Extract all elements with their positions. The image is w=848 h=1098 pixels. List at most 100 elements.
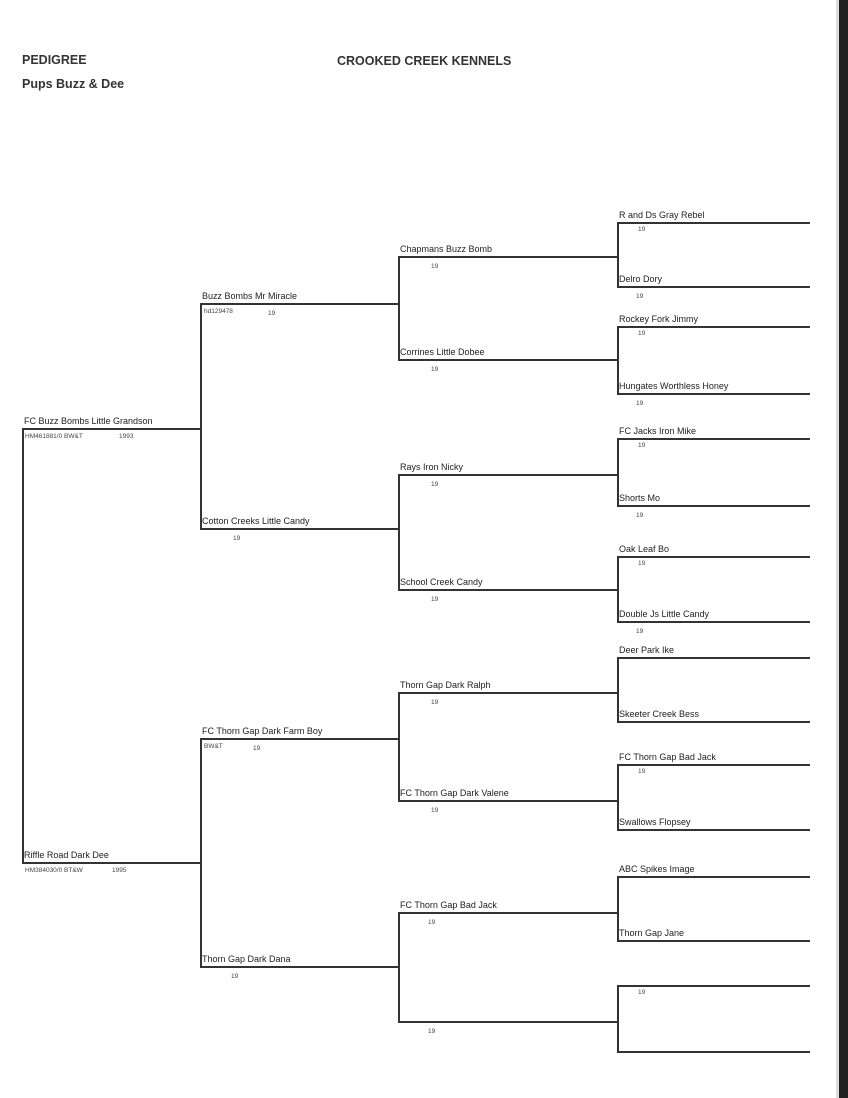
- pedigree-bracket: [200, 303, 202, 530]
- pedigree-line: [617, 876, 810, 878]
- birth-year: 19: [431, 699, 439, 706]
- pedigree-bracket: [398, 692, 400, 802]
- registration-info: hd129478: [204, 308, 233, 315]
- pedigree-line: [398, 589, 617, 591]
- dog-name: Thorn Gap Dark Ralph: [400, 680, 491, 690]
- pedigree-line: [617, 621, 810, 623]
- registration-info: HM461881/0 BW&T: [25, 433, 83, 440]
- dog-name: FC Buzz Bombs Little Grandson: [24, 416, 153, 426]
- pedigree-line: [617, 940, 810, 942]
- dog-name: Buzz Bombs Mr Miracle: [202, 291, 298, 301]
- pedigree-line: [398, 912, 617, 914]
- dog-name: Rays Iron Nicky: [400, 462, 464, 472]
- pedigree-bracket: [617, 556, 619, 623]
- birth-year: 19: [428, 1028, 436, 1035]
- dog-name: FC Jacks Iron Mike: [619, 426, 697, 436]
- dog-name: Cotton Creeks Little Candy: [202, 516, 310, 526]
- scan-edge-shadow: [836, 0, 839, 1098]
- document-subtitle: Pups Buzz & Dee: [22, 77, 125, 91]
- pedigree-line: [617, 556, 810, 558]
- pedigree-bracket: [617, 222, 619, 288]
- pedigree-bracket: [617, 764, 619, 831]
- birth-year: 19: [636, 628, 644, 635]
- dog-name: Swallows Flopsey: [619, 817, 691, 827]
- birth-year: 19: [431, 481, 439, 488]
- dog-name: R and Ds Gray Rebel: [619, 210, 705, 220]
- pedigree-line: [398, 474, 617, 476]
- birth-year: 19: [636, 293, 644, 300]
- pedigree-line: [617, 393, 810, 395]
- birth-year: 19: [638, 330, 646, 337]
- scan-edge: [839, 0, 848, 1098]
- birth-year: 19: [638, 768, 646, 775]
- birth-year: 19: [233, 535, 241, 542]
- pedigree-bracket: [617, 438, 619, 507]
- pedigree-line: [200, 966, 398, 968]
- pedigree-bracket: [200, 738, 202, 968]
- dog-name: Skeeter Creek Bess: [619, 709, 700, 719]
- registration-info: HM384030/0 BT&W: [25, 867, 83, 874]
- registration-info: BW&T: [204, 743, 223, 750]
- birth-year: 19: [268, 310, 276, 317]
- dog-name: FC Thorn Gap Bad Jack: [619, 752, 716, 762]
- pedigree-bracket: [398, 474, 400, 591]
- pedigree-line: [617, 1051, 810, 1053]
- pedigree-line: [617, 222, 810, 224]
- dog-name: ABC Spikes Image: [619, 864, 695, 874]
- pedigree-bracket: [398, 256, 400, 361]
- dog-name: FC Thorn Gap Dark Valene: [400, 788, 509, 798]
- dog-name: Chapmans Buzz Bomb: [400, 244, 493, 254]
- birth-year: 19: [636, 400, 644, 407]
- pedigree-line: [617, 326, 810, 328]
- pedigree-line: [617, 721, 810, 723]
- pedigree-bracket: [398, 912, 400, 1023]
- birth-year: 19: [431, 807, 439, 814]
- birth-year: 1995: [112, 867, 127, 874]
- pedigree-line: [200, 738, 398, 740]
- birth-year: 19: [638, 442, 646, 449]
- document-title: PEDIGREE: [22, 53, 87, 67]
- dog-name: Double Js Little Candy: [619, 609, 710, 619]
- pedigree-line: [22, 862, 200, 864]
- birth-year: 19: [431, 263, 439, 270]
- pedigree-line: [398, 256, 617, 258]
- dog-name: Thorn Gap Dark Dana: [202, 954, 291, 964]
- pedigree-bracket: [22, 428, 24, 864]
- dog-name: Rockey Fork Jimmy: [619, 314, 699, 324]
- pedigree-line: [617, 657, 810, 659]
- kennel-name: CROOKED CREEK KENNELS: [337, 54, 512, 68]
- pedigree-line: [398, 692, 617, 694]
- birth-year: 19: [431, 366, 439, 373]
- pedigree-line: [617, 985, 810, 987]
- pedigree-line: [617, 764, 810, 766]
- birth-year: 19: [231, 973, 239, 980]
- pedigree-line: [617, 829, 810, 831]
- pedigree-line: [617, 286, 810, 288]
- dog-name: Delro Dory: [619, 274, 663, 284]
- birth-year: 19: [431, 596, 439, 603]
- birth-year: 19: [638, 989, 646, 996]
- birth-year: 19: [638, 226, 646, 233]
- pedigree-line: [22, 428, 200, 430]
- pedigree-bracket: [617, 326, 619, 395]
- dog-name: Deer Park Ike: [619, 645, 675, 655]
- birth-year: 19: [428, 919, 436, 926]
- dog-name: Shorts Mo: [619, 493, 661, 503]
- pedigree-bracket: [617, 985, 619, 1053]
- dog-name: Hungates Worthless Honey: [619, 381, 729, 391]
- dog-name: School Creek Candy: [400, 577, 483, 587]
- pedigree-bracket: [617, 657, 619, 723]
- dog-name: Thorn Gap Jane: [619, 928, 685, 938]
- pedigree-line: [617, 505, 810, 507]
- birth-year: 19: [253, 745, 261, 752]
- birth-year: 1993: [119, 433, 134, 440]
- pedigree-line: [398, 359, 617, 361]
- pedigree-line: [398, 800, 617, 802]
- dog-name: FC Thorn Gap Dark Farm Boy: [202, 726, 323, 736]
- pedigree-bracket: [617, 876, 619, 942]
- dog-name: Oak Leaf Bo: [619, 544, 670, 554]
- pedigree-line: [617, 438, 810, 440]
- dog-name: Riffle Road Dark Dee: [24, 850, 109, 860]
- birth-year: 19: [636, 512, 644, 519]
- pedigree-line: [200, 303, 398, 305]
